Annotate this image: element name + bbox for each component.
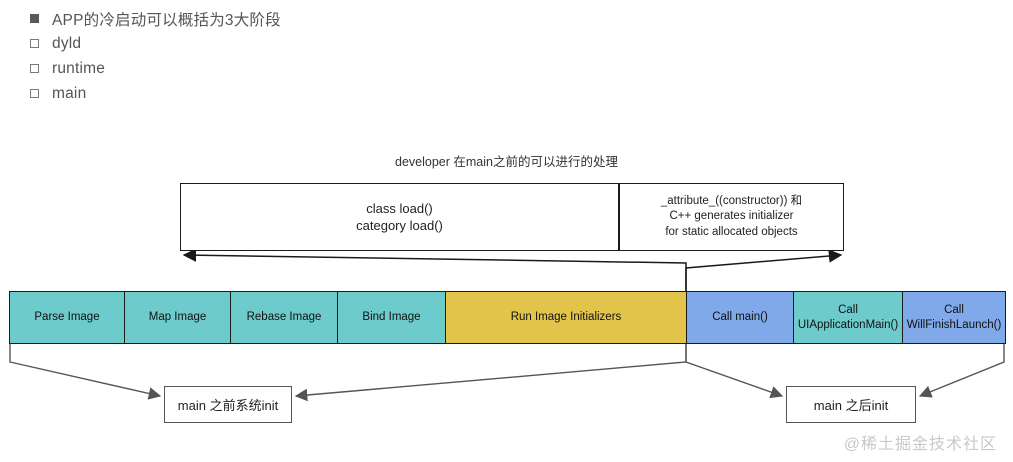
- timeline-bar: Parse Image Map Image Rebase Image Bind …: [9, 291, 1006, 344]
- box-line: class load(): [366, 200, 433, 216]
- timeline-segment-rebase-image[interactable]: Rebase Image: [231, 292, 338, 343]
- hollow-square-icon: [30, 64, 52, 73]
- hollow-square-icon: [30, 89, 52, 98]
- list-item: APP的冷启动可以概括为3大阶段: [30, 6, 630, 31]
- timeline-segment-call-main[interactable]: Call main(): [687, 292, 794, 343]
- box-line: C++ generates initializer: [669, 210, 794, 223]
- box-attribute-constructor: _attribute_((constructor)) 和 C++ generat…: [619, 183, 844, 251]
- timeline-segment-call-willfinishlaunch[interactable]: Call WillFinishLaunch(): [903, 292, 1005, 343]
- watermark: @稀土掘金技术社区: [843, 436, 997, 453]
- timeline-segment-parse-image[interactable]: Parse Image: [10, 292, 125, 343]
- filled-square-icon: [30, 14, 52, 23]
- hollow-square-icon: [30, 39, 52, 48]
- list-item-label: runtime: [52, 59, 106, 77]
- list-item: dyld: [30, 31, 630, 56]
- box-pre-main-init: main 之前系统init: [164, 386, 292, 423]
- timeline-segment-map-image[interactable]: Map Image: [125, 292, 231, 343]
- box-class-load: class load() category load(): [180, 183, 619, 251]
- box-line: _attribute_((constructor)) 和: [660, 195, 803, 208]
- box-post-main-init: main 之后init: [786, 386, 916, 423]
- list-item: runtime: [30, 56, 630, 81]
- timeline-segment-call-uiapplicationmain[interactable]: Call UIApplicationMain(): [794, 292, 903, 343]
- bullet-list: APP的冷启动可以概括为3大阶段 dyld runtime main: [30, 6, 630, 106]
- list-item-label: APP的冷启动可以概括为3大阶段: [52, 11, 281, 29]
- list-item: main: [30, 81, 630, 106]
- diagram-caption: developer 在main之前的可以进行的处理: [395, 155, 618, 169]
- list-item-label: dyld: [52, 34, 82, 52]
- timeline-segment-bind-image[interactable]: Bind Image: [338, 292, 446, 343]
- list-item-label: main: [52, 84, 87, 102]
- box-line: category load(): [356, 218, 443, 233]
- timeline-segment-run-image-initializers[interactable]: Run Image Initializers: [446, 292, 687, 343]
- box-line: for static allocated objects: [665, 225, 798, 238]
